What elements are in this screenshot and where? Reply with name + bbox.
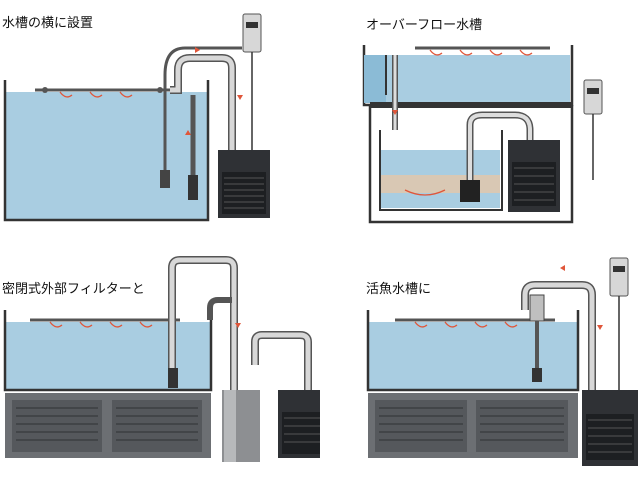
panel-canister: 密閉式外部フィルターと — [0, 240, 320, 480]
pump-icon — [168, 368, 178, 388]
panel-title: 水槽の横に設置 — [2, 16, 94, 31]
tank-outline — [3, 310, 213, 392]
panel-side-install: 水槽の横に設置 — [0, 0, 320, 240]
return-pipe — [251, 331, 312, 390]
filter-media — [380, 175, 500, 193]
side-install-diagram — [3, 13, 270, 222]
pump-icon — [529, 294, 545, 322]
tank-water — [5, 92, 208, 220]
panel-title: オーバーフロー水槽 — [366, 18, 483, 33]
canister-diagram — [3, 256, 320, 462]
panel-live-fish: 活魚水槽に — [320, 240, 640, 480]
flow-arrow-icon — [59, 91, 133, 98]
pump-icon — [460, 180, 480, 202]
controller-icon — [609, 257, 629, 297]
cabinet — [368, 105, 574, 224]
panel-overflow: オーバーフロー水槽 — [320, 0, 640, 240]
panel-title: 密閉式外部フィルターと — [2, 282, 145, 297]
panel-title: 活魚水槽に — [366, 282, 432, 297]
tank-outline — [366, 310, 580, 392]
sump-tank — [379, 130, 503, 211]
tank-outline — [3, 80, 210, 222]
live-fish-diagram — [366, 257, 638, 466]
overflow-diagram — [362, 45, 603, 224]
pump-icon — [188, 175, 198, 200]
intake-pipe — [163, 46, 242, 170]
controller-icon — [583, 79, 603, 115]
controller-icon — [242, 13, 262, 53]
